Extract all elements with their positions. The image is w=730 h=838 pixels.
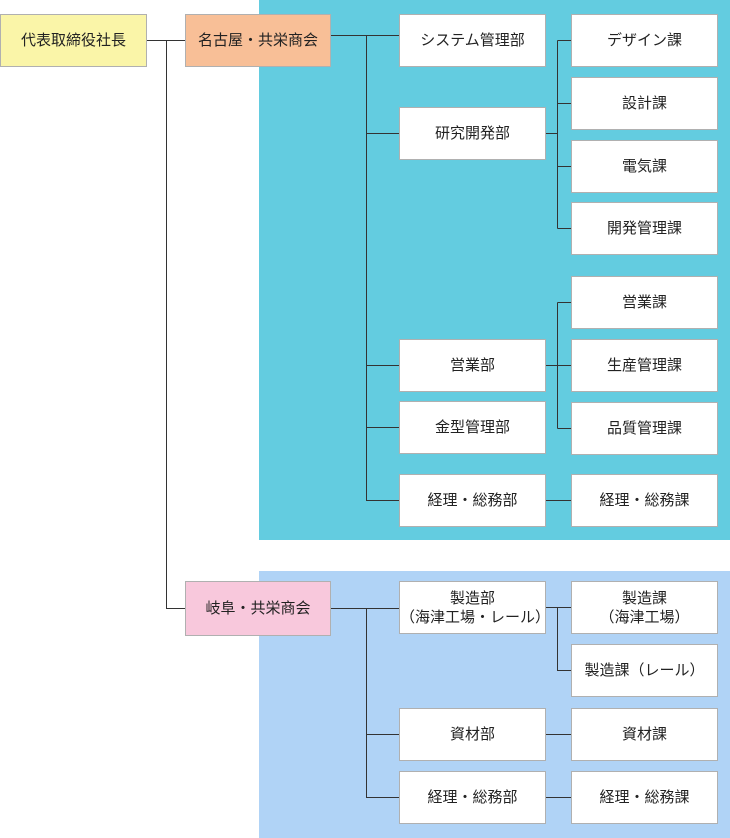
gifu-admin-dept-node: 経理・総務部	[399, 771, 546, 824]
research-dept-node: 研究開発部	[399, 107, 546, 160]
gifu-company-node: 岐阜・共栄商会	[185, 581, 331, 636]
mfg-dept-node: 製造部 （海津工場・レール）	[399, 581, 550, 634]
connector-mfg-vertical	[557, 607, 571, 671]
mold-dept-node: 金型管理部	[399, 401, 546, 454]
ceo-node: 代表取締役社長	[0, 14, 147, 67]
connector-gifu-vertical	[366, 608, 399, 798]
gifu-admin-section-node: 経理・総務課	[571, 771, 718, 824]
dev-mgmt-section-node: 開発管理課	[571, 202, 718, 255]
materials-section-node: 資材課	[571, 708, 718, 761]
prod-mgmt-section-node: 生産管理課	[571, 339, 718, 392]
connector-nagoya-vertical	[366, 35, 399, 501]
nagoya-admin-dept-node: 経理・総務部	[399, 474, 546, 527]
nagoya-company-node: 名古屋・共栄商会	[185, 14, 331, 67]
mfg-kaizu-section-node: 製造課 （海津工場）	[571, 581, 718, 634]
nagoya-admin-section-node: 経理・総務課	[571, 474, 718, 527]
mfg-rail-section-node: 製造課（レール）	[571, 644, 718, 697]
sales-section-node: 営業課	[571, 276, 718, 329]
system-dept-node: システム管理部	[399, 14, 546, 67]
sales-dept-node: 営業部	[399, 339, 546, 392]
design-section-node: デザイン課	[571, 14, 718, 67]
materials-dept-node: 資材部	[399, 708, 546, 761]
quality-section-node: 品質管理課	[571, 402, 718, 455]
denki-section-node: 電気課	[571, 140, 718, 193]
sekkei-section-node: 設計課	[571, 77, 718, 130]
connector-ceo-gifu	[166, 40, 185, 609]
